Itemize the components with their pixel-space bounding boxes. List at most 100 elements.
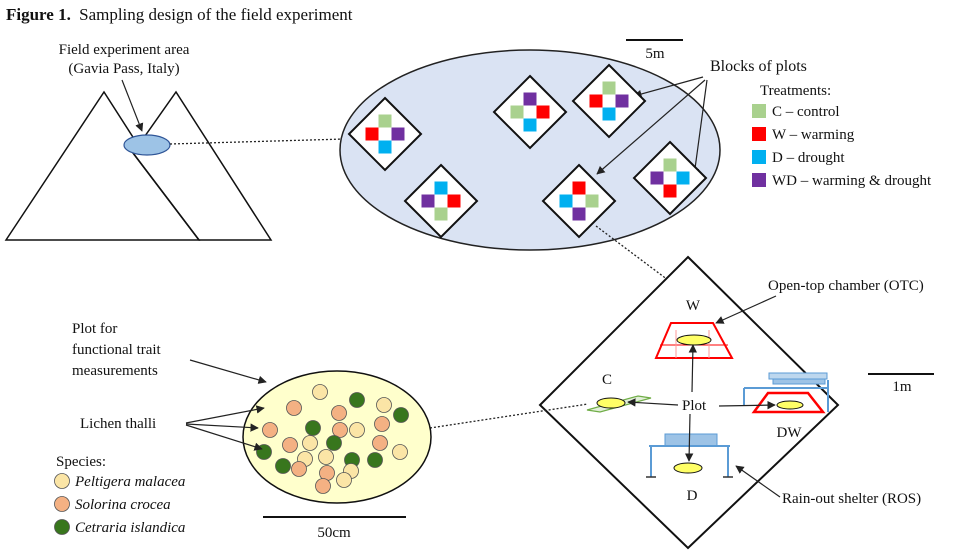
legend-label: WD – warming & drought	[772, 173, 932, 189]
legend-swatch	[752, 150, 766, 164]
legend-label: W – warming	[772, 127, 855, 143]
otc-chamber-w	[654, 322, 734, 359]
treatment-plot-square	[447, 194, 461, 208]
lichen-thallus	[312, 384, 328, 400]
lichen-thalli-group	[256, 384, 409, 494]
lichen-thallus	[374, 416, 390, 432]
species-name: Peltigera malacea	[74, 474, 185, 490]
blocks-arrow-2	[596, 79, 706, 175]
treatment-plot-square	[434, 207, 448, 221]
lichen-thallus	[275, 458, 291, 474]
treatment-plot-square	[510, 105, 524, 119]
figure-caption: Sampling design of the field experiment	[79, 5, 353, 24]
lichen-thallus	[315, 478, 331, 494]
lichen-thallus	[349, 422, 365, 438]
block-detail-diamond	[538, 255, 840, 550]
zoom-link-plot	[429, 403, 589, 429]
block-frame	[403, 163, 479, 239]
lichen-thallus	[282, 437, 298, 453]
mountains-illustration	[4, 90, 273, 241]
treatment-plot-square	[602, 107, 616, 121]
treatment-plot-square	[434, 181, 448, 195]
treatment-plot-square	[559, 194, 573, 208]
treatment-plot-square	[663, 184, 677, 198]
plot-label-w: W	[686, 298, 701, 314]
lichen-thallus	[393, 407, 409, 423]
treatment-plot-square	[378, 140, 392, 154]
plot-arrow-d	[684, 413, 694, 462]
legend-swatch	[752, 104, 766, 118]
field-area-arrow	[121, 79, 144, 132]
treatment-plot-square	[676, 171, 690, 185]
blocks-arrow-1	[633, 76, 704, 99]
block-of-plots	[492, 74, 568, 150]
treatments-heading: Treatments:	[760, 83, 831, 99]
field-area-label-line2: (Gavia Pass, Italy)	[68, 61, 179, 77]
block-of-plots	[571, 63, 647, 139]
treatment-plot-square	[536, 105, 550, 119]
treatment-plot-square	[365, 127, 379, 141]
lichen-thallus	[392, 444, 408, 460]
lichen-thallus	[318, 449, 334, 465]
lichen-thallus	[256, 444, 272, 460]
zoom-link-block	[595, 225, 669, 281]
treatment-plot-square	[663, 158, 677, 172]
lichen-thallus	[326, 435, 342, 451]
scale-label-1m: 1m	[892, 379, 912, 395]
plot-arrow-c	[627, 398, 679, 407]
plot-title-line3: measurements	[72, 363, 158, 379]
lichen-thallus	[376, 397, 392, 413]
treatments-legend: C – control W – warming D – drought WD – wa…	[752, 104, 932, 189]
treatment-plot-square	[602, 81, 616, 95]
plot-label-c: C	[602, 372, 612, 388]
species-name: Solorina crocea	[75, 497, 171, 513]
plot-title-arrow	[189, 359, 267, 384]
blocks-group	[347, 63, 708, 239]
lichen-thallus	[262, 422, 278, 438]
figure-label: Figure 1.	[6, 5, 71, 24]
lichen-thallus	[331, 405, 347, 421]
block-frame	[632, 140, 708, 216]
lichen-thallus	[302, 435, 318, 451]
lichen-thallus	[372, 435, 388, 451]
thalli-arrow-1	[185, 405, 265, 424]
block-frame	[347, 96, 423, 172]
block-frame	[492, 74, 568, 150]
legend-swatch	[752, 127, 766, 141]
thalli-arrow-2	[185, 423, 259, 432]
species-name: Cetraria islandica	[75, 520, 185, 536]
treatment-plot-square	[650, 171, 664, 185]
block-of-plots	[347, 96, 423, 172]
blocks-of-plots-label: Blocks of plots	[710, 58, 807, 75]
legend-swatch	[752, 173, 766, 187]
blocks-arrow-3	[690, 79, 708, 177]
species-swatch	[54, 473, 70, 489]
plot-arrow-dw	[718, 400, 776, 410]
treatment-plot-square	[572, 181, 586, 195]
plot-arrow-w	[688, 344, 698, 393]
lichen-thallus	[305, 420, 321, 436]
block-of-plots	[541, 163, 617, 239]
block-frame	[571, 63, 647, 139]
plot-title-line1: Plot for	[72, 321, 117, 337]
treatment-plot-square	[391, 127, 405, 141]
treatment-plot-square	[421, 194, 435, 208]
lichen-thallus	[332, 422, 348, 438]
treatment-plot-square	[523, 118, 537, 132]
legend-label: D – drought	[772, 150, 845, 166]
treatment-plot-square	[572, 207, 586, 221]
scale-label-5m: 5m	[645, 46, 665, 62]
plot-label-dw: DW	[777, 425, 803, 441]
legend-label: C – control	[772, 104, 840, 120]
ros-arrow	[735, 465, 781, 498]
species-swatch	[54, 496, 70, 512]
ros-label: Rain-out shelter (ROS)	[782, 491, 921, 507]
field-area-marker	[123, 134, 171, 156]
block-frame	[541, 163, 617, 239]
plot-title-line2: functional trait	[72, 342, 162, 358]
species-swatch	[54, 519, 70, 535]
otc-label: Open-top chamber (OTC)	[768, 278, 924, 294]
lichen-thallus	[336, 472, 352, 488]
